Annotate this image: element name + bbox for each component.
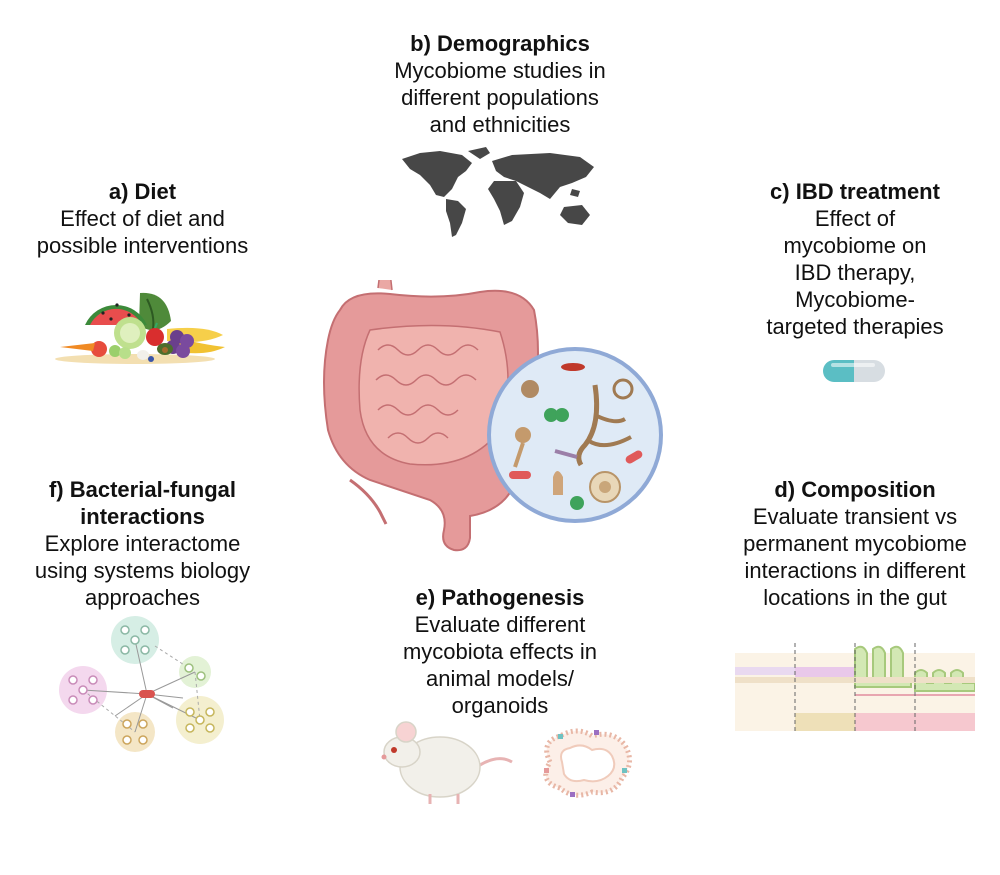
- interactions-title: f) Bacterial-fungal interactions: [48, 477, 237, 529]
- world-map-icon: [402, 147, 594, 237]
- fruits-vegetables-icon: [55, 292, 225, 364]
- ibd-treatment-title: c) IBD treatment: [770, 179, 940, 204]
- intestinal-tissue-icon: [735, 643, 975, 733]
- pathogenesis-section: e) Pathogenesis Evaluate different mycob…: [355, 584, 645, 719]
- fungi-magnifier-icon: [487, 347, 663, 523]
- network-graph-icon: [59, 616, 224, 752]
- diet-description: Effect of diet and possible intervention…: [36, 206, 249, 258]
- organoid-icon: [543, 728, 632, 798]
- pathogenesis-description: Evaluate different mycobiota effects in …: [402, 612, 598, 718]
- demographics-title: b) Demographics: [410, 31, 590, 56]
- pill-capsule-icon: [823, 360, 885, 382]
- intestine-icon: [323, 280, 539, 552]
- demographics-section: b) Demographics Mycobiome studies in dif…: [350, 30, 650, 138]
- ibd-treatment-description: Effect of mycobiome on IBD therapy, Myco…: [766, 206, 944, 339]
- composition-title: d) Composition: [774, 477, 936, 502]
- composition-section: d) Composition Evaluate transient vs per…: [725, 476, 985, 611]
- demographics-description: Mycobiome studies in different populatio…: [394, 58, 606, 137]
- mouse-icon: [381, 721, 513, 804]
- interactions-description: Explore interactome using systems biolog…: [34, 531, 251, 610]
- composition-description: Evaluate transient vs permanent mycobiom…: [743, 504, 967, 610]
- pathogenesis-title: e) Pathogenesis: [415, 585, 585, 610]
- diet-title: a) Diet: [108, 179, 177, 204]
- ibd-treatment-section: c) IBD treatment Effect of mycobiome on …: [735, 178, 975, 340]
- interactions-section: f) Bacterial-fungal interactions Explore…: [20, 476, 265, 611]
- diet-section: a) Diet Effect of diet and possible inte…: [20, 178, 265, 259]
